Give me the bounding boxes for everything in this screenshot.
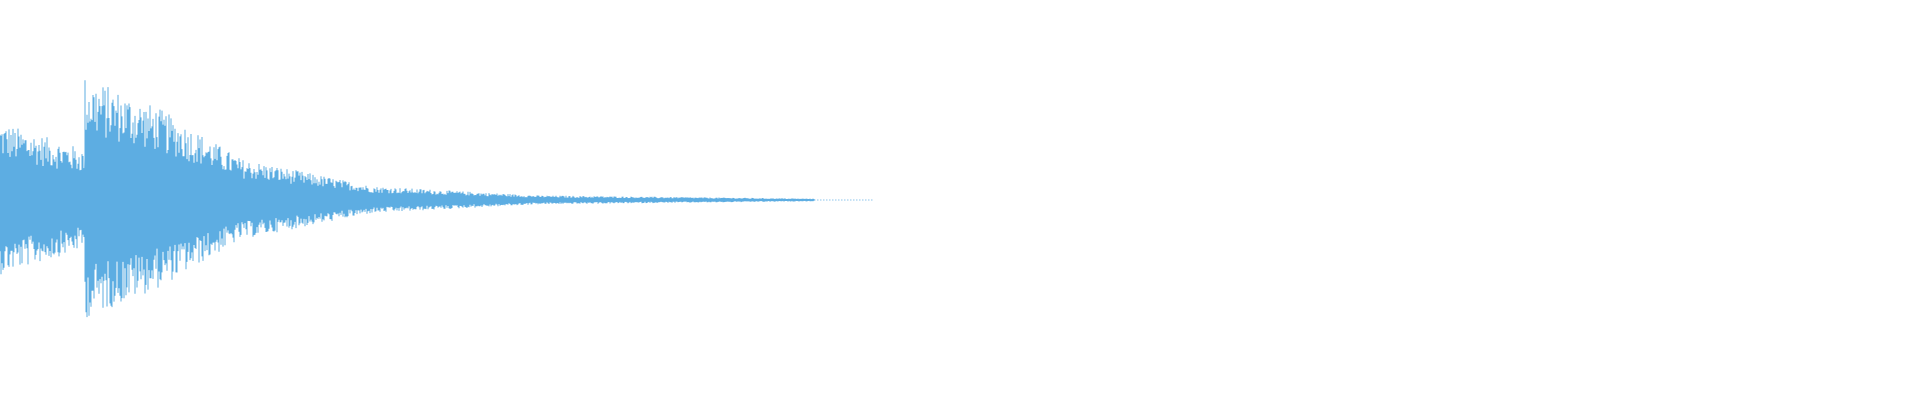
waveform-samples bbox=[0, 80, 873, 318]
waveform-peaks bbox=[0, 80, 815, 318]
